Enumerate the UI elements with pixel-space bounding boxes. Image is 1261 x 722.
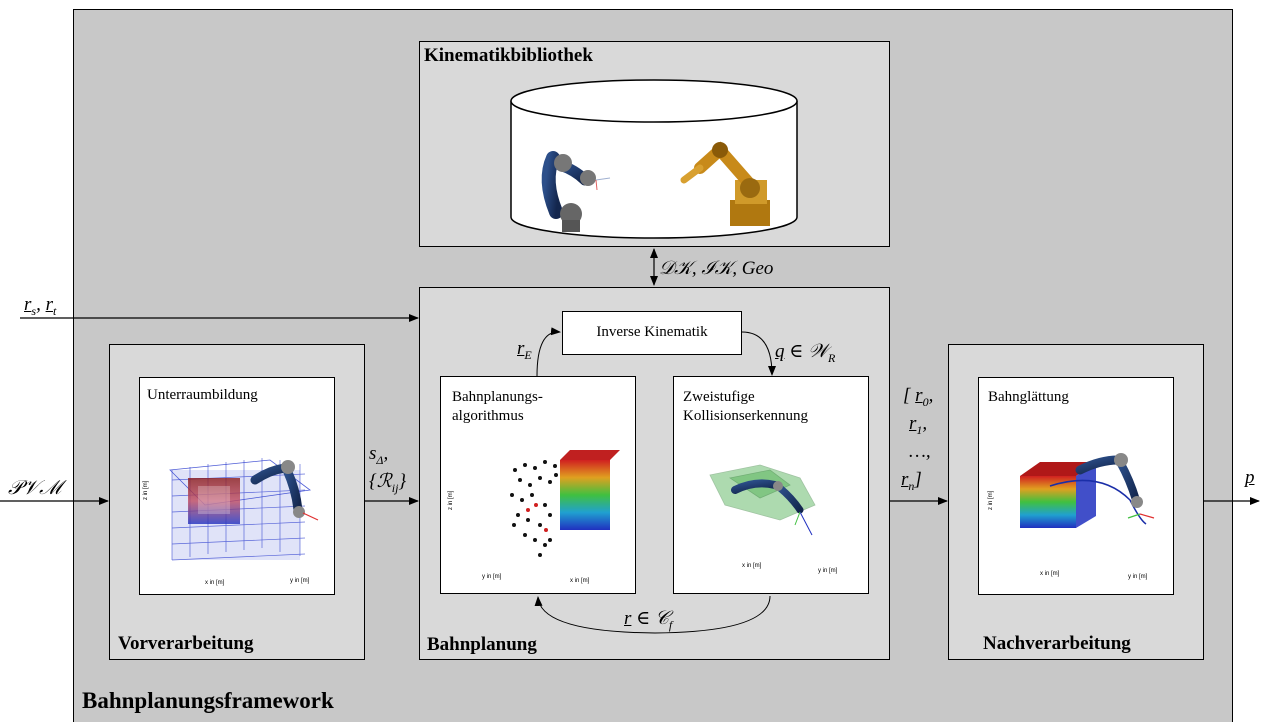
regions-label: {ℛij} xyxy=(369,471,407,495)
path-points-line-2: r1, xyxy=(909,413,928,437)
collision-panel-title: Zweistufige Kollisionserkennung xyxy=(683,389,808,424)
subspace-size-label: sΔ, xyxy=(369,443,389,467)
framework-title: Bahnplanungsframework xyxy=(82,688,334,713)
path-points-line-4: rn] xyxy=(901,469,922,493)
path-points-line-3: …, xyxy=(909,441,931,462)
inverse-kinematics-label: Inverse Kinematik xyxy=(596,324,708,340)
subspace-panel-title: Unterraumbildung xyxy=(147,387,258,403)
free-space-label: r ∈ 𝒞f xyxy=(624,608,673,632)
algorithm-panel-title: Bahnplanungs- algorithmus xyxy=(452,389,543,424)
joint-config-label: q ∈ 𝒲R xyxy=(775,341,836,365)
preprocessing-title: Vorverarbeitung xyxy=(118,633,254,654)
interface-label: 𝒟𝒦, ℐ𝒦, Geo xyxy=(659,258,774,279)
kinematics-library-title: Kinematikbibliothek xyxy=(424,45,593,66)
postprocessing-title: Nachverarbeitung xyxy=(983,633,1131,654)
library-ellipsis: ... xyxy=(643,215,657,235)
path-planning-title: Bahnplanung xyxy=(427,634,537,655)
start-target-label: rs, rt xyxy=(24,294,57,318)
output-path-label: p xyxy=(1245,467,1255,488)
smoothing-panel-title: Bahnglättung xyxy=(988,389,1069,405)
inverse-kinematics-box xyxy=(562,311,742,355)
end-effector-label: rE xyxy=(517,338,532,362)
pvm-label: 𝒫𝒱ℳ xyxy=(8,477,62,499)
smoothing-panel xyxy=(978,377,1174,595)
subspace-panel xyxy=(139,377,335,595)
path-points-line-1: [ r0, xyxy=(903,385,934,409)
